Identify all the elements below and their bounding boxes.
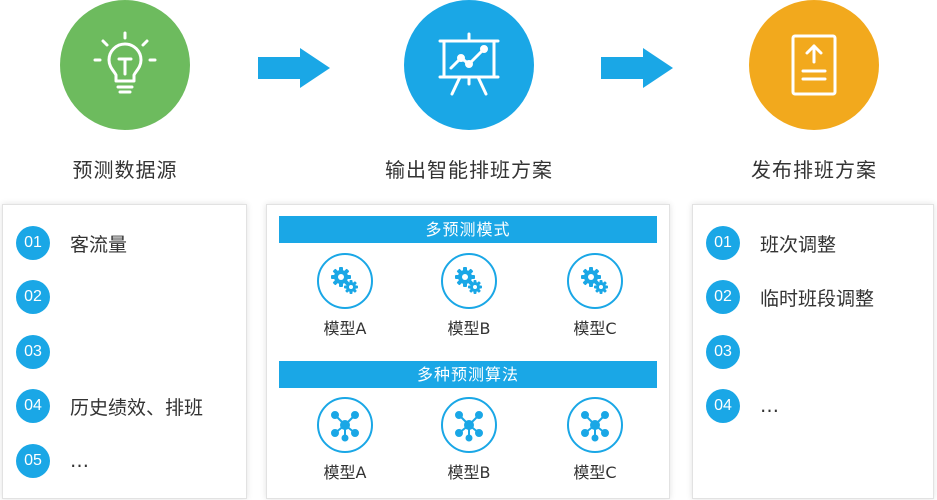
number-badge: 02 [706, 280, 740, 314]
model-label: 模型B [447, 463, 491, 482]
model-circle [317, 253, 373, 309]
gears-icon [331, 267, 358, 294]
list-item: 01 客流量 [16, 226, 127, 260]
model-item: 模型A [300, 253, 390, 339]
number-badge: 04 [16, 389, 50, 423]
model-circle [567, 397, 623, 453]
list-item-text: 客流量 [70, 233, 128, 256]
section-title-bar: 多预测模式 [279, 216, 657, 243]
model-label: 模型A [323, 463, 367, 482]
model-item: 模型A [300, 397, 390, 483]
model-item: 模型B [424, 397, 514, 483]
stage-data-source: 预测数据源 [5, 0, 245, 183]
list-item: 03 [706, 335, 760, 369]
model-label: 模型A [323, 319, 367, 338]
model-circle [441, 253, 497, 309]
number-badge: 04 [706, 389, 740, 423]
model-label: 模型C [573, 319, 617, 338]
stage-output-plan: 输出智能排班方案 [349, 0, 589, 183]
stage-circle-orange [749, 0, 879, 130]
list-item: 03 [16, 335, 70, 369]
list-item: 04 … [706, 389, 779, 423]
model-label: 模型B [447, 319, 491, 338]
gears-icon [455, 267, 482, 294]
list-item-text: 班次调整 [760, 233, 837, 256]
list-item: 01 班次调整 [706, 226, 836, 260]
number-badge: 03 [16, 335, 50, 369]
prediction-panel: 多预测模式 模型A [266, 204, 670, 499]
list-item-text: 临时班段调整 [760, 287, 875, 310]
number-badge: 01 [16, 226, 50, 260]
number-badge: 05 [16, 444, 50, 478]
model-circle [317, 397, 373, 453]
model-item: 模型B [424, 253, 514, 339]
list-item: 02 临时班段调整 [706, 280, 874, 314]
model-circle [567, 253, 623, 309]
gears-icon [581, 267, 608, 294]
publish-panel: 01 班次调整 02 临时班段调整 03 04 … [692, 204, 934, 499]
data-source-panel: 01 客流量 02 03 04 历史绩效、排班 05 … [2, 204, 247, 499]
model-item: 模型C [550, 253, 640, 339]
number-badge: 01 [706, 226, 740, 260]
presentation-chart-icon [438, 32, 500, 96]
network-icon [581, 411, 609, 442]
flow-arrow-right-icon [258, 48, 330, 88]
list-item: 02 [16, 280, 70, 314]
stage-label: 预测数据源 [72, 158, 178, 182]
model-label: 模型C [573, 463, 617, 482]
list-item: 05 … [16, 444, 89, 478]
model-circle [441, 397, 497, 453]
stage-circle-green [60, 0, 190, 130]
section-title-bar: 多种预测算法 [279, 361, 657, 388]
stage-circle-blue [404, 0, 534, 130]
list-item-text: … [70, 450, 89, 472]
number-badge: 03 [706, 335, 740, 369]
number-badge: 02 [16, 280, 50, 314]
flow-arrow-right-icon [601, 48, 673, 88]
model-item: 模型C [550, 397, 640, 483]
list-item-text: … [760, 395, 779, 417]
network-icon [331, 411, 359, 442]
stage-label: 发布排班方案 [751, 158, 877, 182]
stage-publish-plan: 发布排班方案 [694, 0, 934, 183]
stage-label: 输出智能排班方案 [385, 158, 553, 182]
lightbulb-icon [93, 31, 157, 94]
list-item-text: 历史绩效、排班 [70, 396, 204, 419]
upload-document-icon [791, 34, 837, 96]
list-item: 04 历史绩效、排班 [16, 389, 203, 423]
network-icon [455, 411, 483, 442]
